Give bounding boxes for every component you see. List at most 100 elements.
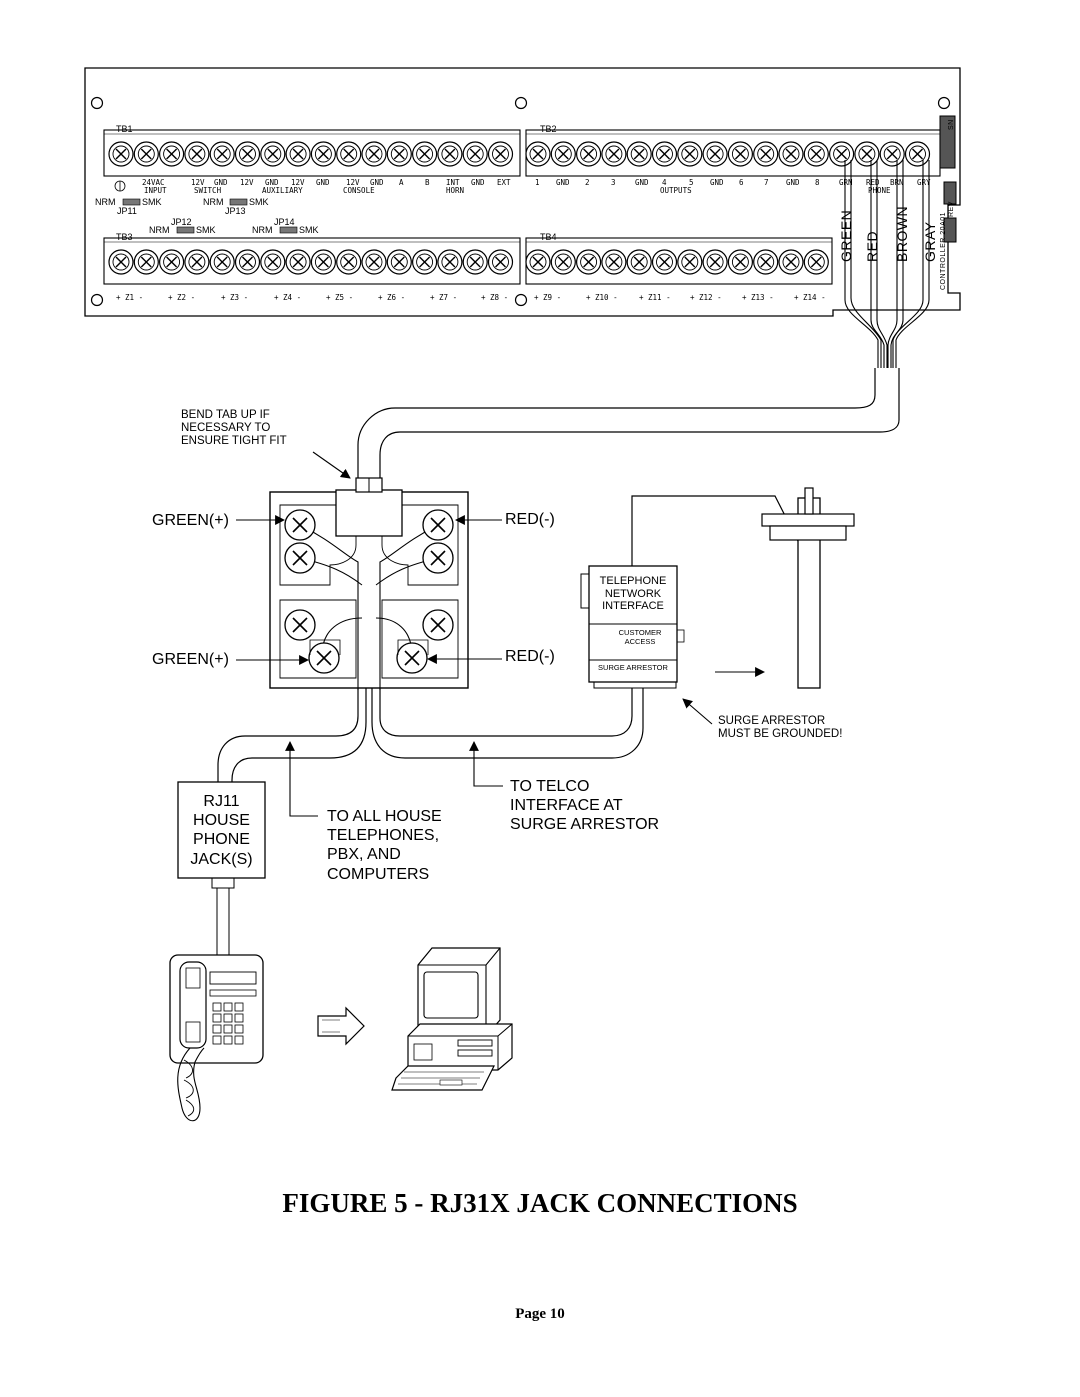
terminal-screw	[702, 141, 728, 167]
terminal-screw	[336, 249, 362, 275]
terminal-top-label: 6	[739, 178, 744, 187]
terminal-screw	[234, 141, 261, 167]
terminal-screw	[133, 249, 160, 275]
zone-label: + Z12 -	[690, 293, 722, 302]
terminal-top-label: B	[425, 178, 430, 187]
terminal-top-label: 12V	[240, 178, 254, 187]
terminal-top-label: 7	[764, 178, 769, 187]
terminal-group-label: SWITCH	[194, 186, 222, 195]
terminal-screw	[854, 141, 880, 167]
terminal-screw	[411, 141, 438, 167]
terminal-top-label: 3	[611, 178, 616, 187]
keypad-key	[212, 1024, 222, 1034]
terminal-screw	[158, 141, 185, 167]
zone-label: + Z6 -	[378, 293, 406, 302]
terminal-screw	[601, 249, 627, 275]
terminal-screw	[651, 249, 678, 275]
terminal-screw	[753, 141, 779, 167]
terminal-screw	[575, 141, 602, 167]
terminal-top-label: GND	[265, 178, 279, 187]
terminal-group-label: HORN	[446, 186, 465, 195]
tni-surge-arrestor: SURGE ARRESTOR	[598, 663, 668, 672]
terminal-screw	[651, 141, 678, 167]
terminal-screw	[487, 141, 514, 167]
edge-sn: SN	[948, 119, 955, 130]
tb1-screw-row	[108, 141, 514, 167]
jp13-label: JP13	[225, 206, 246, 216]
keypad-key	[223, 1035, 233, 1045]
keypad-key	[212, 1013, 222, 1023]
to-telco-callout: TO TELCO INTERFACE AT SURGE ARRESTOR	[510, 778, 660, 834]
terminal-screw	[575, 249, 602, 275]
jp12-nrm: NRM	[149, 225, 170, 235]
rj31x-jack	[269, 477, 469, 690]
terminal-top-label: 8	[815, 178, 820, 187]
terminal-top-label: 24VAC	[142, 178, 165, 187]
terminal-screw	[487, 249, 514, 275]
terminal-top-label: 12V	[346, 178, 360, 187]
terminal-group-label: INPUT	[144, 186, 167, 195]
terminal-screw	[336, 141, 362, 167]
terminal-top-label: 5	[689, 178, 694, 187]
terminal-screw	[778, 249, 804, 275]
jp13-nrm: NRM	[203, 197, 224, 207]
zone-label: + Z2 -	[168, 293, 196, 302]
green-plus-top: GREEN(+)	[152, 512, 229, 529]
surge-grounded-callout: SURGE ARRESTOR MUST BE GROUNDED!	[718, 715, 843, 741]
terminal-screw	[133, 141, 160, 167]
terminal-screw	[550, 249, 576, 275]
zone-label: + Z8 -	[481, 293, 509, 302]
bend-tab-callout: BEND TAB UP IF NECESSARY TO ENSURE TIGHT…	[181, 409, 287, 448]
jp11-nrm: NRM	[95, 197, 116, 207]
jp13-smk: SMK	[249, 197, 269, 207]
terminal-screw	[462, 249, 488, 275]
page-number: Page 10	[515, 1306, 565, 1322]
jp11-label: JP11	[117, 206, 137, 216]
terminal-screw	[702, 249, 728, 275]
phone-wires	[844, 160, 930, 368]
terminal-board	[84, 67, 961, 317]
terminal-top-label: GND	[710, 178, 724, 187]
terminal-screw	[285, 249, 311, 275]
wire-label-gray: GRAY	[922, 221, 938, 262]
mounting-holes	[90, 96, 951, 307]
zone-label: + Z9 -	[534, 293, 562, 302]
terminal-screw	[285, 141, 311, 167]
terminal-screw	[310, 141, 337, 167]
red-minus-top: RED(-)	[505, 511, 555, 528]
terminal-screw	[828, 141, 855, 167]
keypad-key	[234, 1035, 244, 1045]
terminal-top-label: GRY	[917, 178, 931, 187]
jp12-smk: SMK	[196, 225, 216, 235]
zone-label: + Z1 -	[116, 293, 144, 302]
terminal-screw	[727, 249, 754, 275]
tb4-screw-row	[525, 249, 829, 275]
terminal-screw	[550, 141, 576, 167]
zone-label: + Z14 -	[794, 293, 826, 302]
terminal-screw	[525, 249, 551, 275]
keypad-key	[223, 1024, 233, 1034]
terminal-top-label: 12V	[191, 178, 205, 187]
terminal-top-label: RED	[866, 178, 880, 187]
terminal-group-label: CONSOLE	[343, 186, 375, 195]
terminal-top-label: EXT	[497, 178, 511, 187]
terminal-screw	[803, 249, 829, 275]
keypad-key	[234, 1002, 244, 1012]
computer-icon	[391, 947, 513, 1091]
tni-customer-access: CUSTOMER ACCESS	[618, 628, 662, 646]
jp14-label: JP14	[274, 217, 295, 227]
zone-label: + Z4 -	[274, 293, 302, 302]
terminal-screw	[361, 141, 387, 167]
terminal-screw	[879, 141, 905, 167]
wire-label-brown: BROWN	[894, 205, 910, 262]
terminal-screw	[209, 141, 235, 167]
terminal-screw	[209, 249, 235, 275]
jp12-label: JP12	[171, 217, 192, 227]
tb2-screw-row	[525, 141, 931, 167]
house-cable	[217, 688, 367, 782]
keypad-key	[212, 1002, 222, 1012]
figure-title: FIGURE 5 - RJ31X JACK CONNECTIONS	[282, 1188, 798, 1218]
terminal-screw	[310, 249, 337, 275]
terminal-top-label: GND	[316, 178, 330, 187]
